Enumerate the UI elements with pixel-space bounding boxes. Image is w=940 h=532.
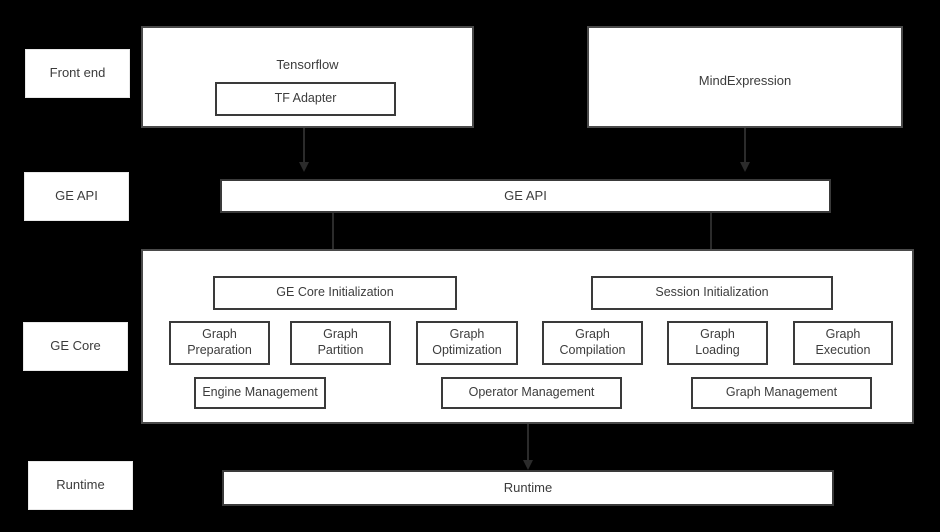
manager-graph-management-label: Graph Management bbox=[725, 385, 838, 400]
runtime-bar[interactable]: Runtime bbox=[222, 470, 834, 506]
module-graph-loading-label: Graph Loading bbox=[695, 327, 740, 357]
session-initialization-box[interactable]: Session Initialization bbox=[591, 276, 833, 310]
tensorflow-group: Tensorflow TF Adapter bbox=[141, 26, 474, 128]
ge-core-initialization-label: GE Core Initialization bbox=[276, 285, 394, 300]
stage-label-ge-core: GE Core bbox=[23, 322, 128, 371]
stage-label-ge-core-text: GE Core bbox=[50, 338, 101, 354]
ge-core-initialization-box[interactable]: GE Core Initialization bbox=[213, 276, 457, 310]
manager-operator-management[interactable]: Operator Management bbox=[441, 377, 622, 409]
ge-api-bar[interactable]: GE API bbox=[220, 179, 831, 213]
module-graph-compilation[interactable]: Graph Compilation bbox=[542, 321, 643, 365]
tf-adapter-box[interactable]: TF Adapter bbox=[215, 82, 396, 116]
module-graph-preparation-label: Graph Preparation bbox=[187, 327, 252, 357]
module-graph-optimization-label: Graph Optimization bbox=[432, 327, 502, 357]
tf-adapter-label: TF Adapter bbox=[274, 91, 337, 106]
module-graph-execution[interactable]: Graph Execution bbox=[793, 321, 893, 365]
stage-label-runtime-text: Runtime bbox=[56, 477, 105, 493]
mindexpression-title: MindExpression bbox=[698, 73, 792, 88]
module-graph-partition[interactable]: Graph Partition bbox=[290, 321, 391, 365]
manager-graph-management[interactable]: Graph Management bbox=[691, 377, 872, 409]
module-graph-preparation[interactable]: Graph Preparation bbox=[169, 321, 270, 365]
module-graph-compilation-label: Graph Compilation bbox=[559, 327, 626, 357]
manager-engine-management-label: Engine Management bbox=[202, 385, 318, 400]
session-initialization-label: Session Initialization bbox=[655, 285, 769, 300]
ge-core-container: GE Core Initialization Session Initializ… bbox=[141, 249, 914, 424]
module-graph-optimization[interactable]: Graph Optimization bbox=[416, 321, 518, 365]
stage-label-ge-api: GE API bbox=[24, 172, 129, 221]
module-graph-execution-label: Graph Execution bbox=[815, 327, 871, 357]
ge-api-bar-label: GE API bbox=[504, 187, 547, 203]
manager-operator-management-label: Operator Management bbox=[468, 385, 595, 400]
module-graph-partition-label: Graph Partition bbox=[317, 327, 364, 357]
manager-engine-management[interactable]: Engine Management bbox=[194, 377, 326, 409]
runtime-bar-label: Runtime bbox=[503, 479, 553, 495]
module-graph-loading[interactable]: Graph Loading bbox=[667, 321, 768, 365]
mindexpression-group: MindExpression bbox=[587, 26, 903, 128]
stage-label-ge-api-text: GE API bbox=[55, 188, 98, 204]
stage-label-front-end: Front end bbox=[25, 49, 130, 98]
stage-label-front-end-text: Front end bbox=[49, 65, 106, 81]
stage-label-runtime: Runtime bbox=[28, 461, 133, 510]
tensorflow-title: Tensorflow bbox=[276, 57, 339, 72]
